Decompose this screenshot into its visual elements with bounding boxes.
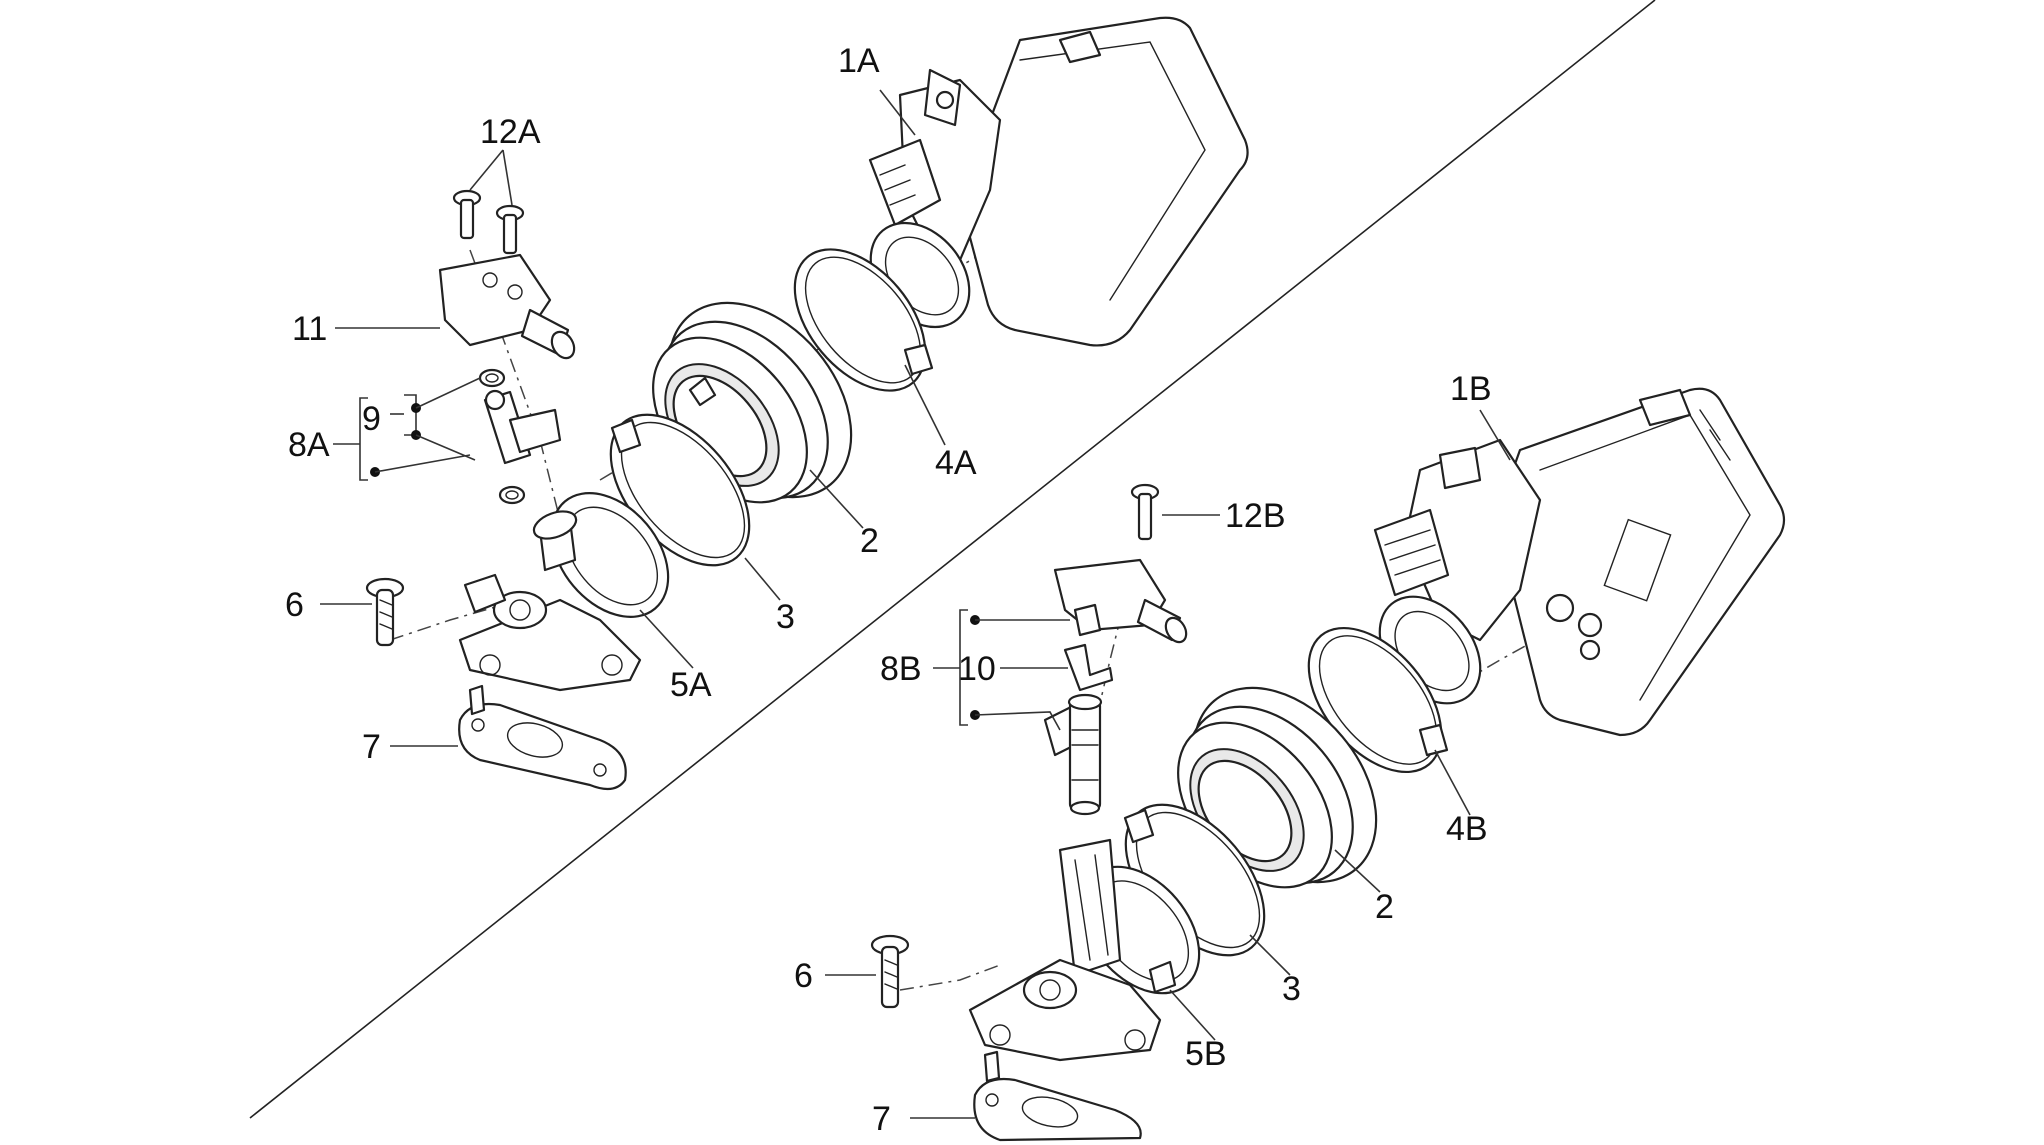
throttle-body-ecu-b [1373, 387, 1786, 737]
bolts-a [452, 189, 525, 255]
label-8b: 8B [880, 650, 922, 688]
gasket-a [458, 684, 627, 791]
label-4b: 4B [1446, 810, 1488, 848]
leader-12a-right [502, 149, 513, 206]
assembly-b: 1B 12B 8B 10 4B 2 3 6 5B 7 [794, 370, 1786, 1142]
leader-2b [1334, 849, 1381, 893]
label-11: 11 [292, 310, 327, 348]
diagonal-separator-line [249, 0, 1656, 1119]
screw-axis-a [389, 599, 521, 641]
screw-axis-b [899, 964, 1001, 991]
screw-b [870, 934, 910, 1009]
leader-4a [904, 364, 946, 446]
bracket-8b [933, 609, 1070, 731]
label-7a: 7 [362, 728, 381, 766]
fuel-rail-b [1053, 558, 1188, 644]
label-8a: 8A [288, 426, 330, 464]
label-3b: 3 [1282, 970, 1301, 1008]
leader-5b [1169, 989, 1216, 1041]
label-1a: 1A [838, 42, 880, 80]
leader-2a [809, 469, 864, 529]
leader-12a-left [469, 149, 504, 191]
label-6a: 6 [285, 586, 304, 624]
throttle-body-ecu-a [868, 16, 1249, 347]
label-12b: 12B [1225, 497, 1286, 535]
label-9: 9 [362, 400, 381, 438]
label-12a: 12A [480, 113, 541, 151]
bolt-b [1130, 483, 1160, 541]
injector-a [478, 368, 562, 505]
leader-3a [744, 557, 781, 601]
label-4a: 4A [935, 444, 977, 482]
inlet-body-b [968, 838, 1201, 1062]
label-2b: 2 [1375, 888, 1394, 926]
label-10: 10 [958, 650, 996, 688]
assembly-a: 1A 12A 11 9 8A 4A 2 3 6 5A 7 [285, 16, 1249, 791]
label-5b: 5B [1185, 1035, 1227, 1073]
screw-a [365, 577, 405, 647]
leader-1a [879, 89, 916, 136]
bracket-8a-9 [333, 377, 481, 481]
label-6b: 6 [794, 957, 813, 995]
clamp-large-a [793, 248, 934, 392]
leader-5a [639, 609, 694, 669]
label-7b: 7 [872, 1100, 891, 1138]
label-1b: 1B [1450, 370, 1492, 408]
label-3a: 3 [776, 598, 795, 636]
injector-b [1043, 643, 1114, 816]
gasket-b [973, 1050, 1142, 1142]
leader-3b [1249, 934, 1291, 976]
leader-1b [1479, 409, 1511, 461]
label-5a: 5A [670, 666, 712, 704]
fuel-rail-a [438, 253, 576, 360]
label-2a: 2 [860, 522, 879, 560]
inlet-body-a [458, 492, 670, 692]
leader-4b [1434, 749, 1471, 816]
